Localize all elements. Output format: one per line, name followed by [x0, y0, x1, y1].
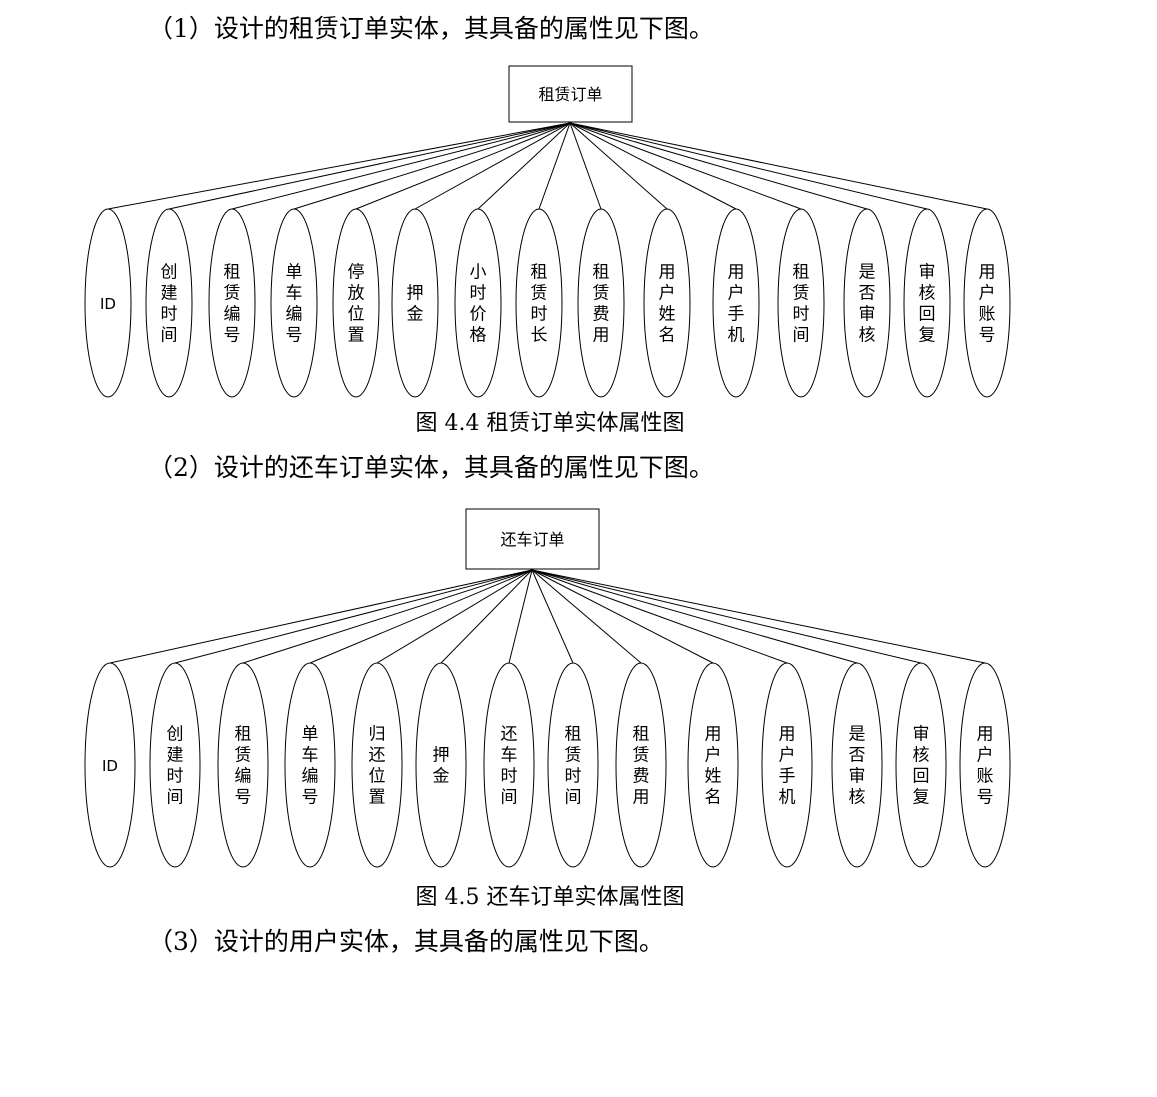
attribute-label: 是否审核	[849, 725, 866, 808]
attribute-ellipse: 用户手机	[712, 208, 760, 398]
connector-line	[531, 569, 788, 664]
attribute-ellipse: ID	[84, 208, 132, 398]
attribute-ellipse: 归还位置	[351, 662, 403, 868]
connector-line	[531, 569, 922, 664]
connector-line	[355, 122, 571, 210]
connector-line	[477, 122, 571, 210]
connector-line	[508, 569, 533, 664]
attribute-label: 归还位置	[369, 725, 386, 808]
attribute-ellipse: 押金	[391, 208, 439, 398]
attribute-label: 审核回复	[919, 263, 936, 346]
entity-name: 租赁订单	[538, 85, 602, 104]
connector-line	[531, 569, 714, 664]
attribute-label: 租赁时长	[531, 263, 548, 346]
attribute-label: 用户姓名	[659, 263, 676, 346]
attribute-label: 创建时间	[161, 263, 178, 346]
connector-line	[414, 122, 571, 210]
intro-paragraph-1: （1）设计的租赁订单实体，其具备的属性见下图。	[148, 14, 714, 43]
attribute-label: 租赁时间	[565, 725, 582, 808]
connector-line	[242, 569, 533, 664]
attribute-label: 租赁费用	[593, 263, 610, 346]
connector-line	[569, 122, 668, 210]
attribute-label: 押金	[407, 284, 424, 325]
connector-line	[109, 569, 533, 664]
attribute-ellipse: 用户账号	[963, 208, 1011, 398]
rental-order-attribute-diagram: 租赁订单 ID 创建时间 租赁编号 单车编号 停放位置 押金 小时价格 租赁时长 租赁费用 用户姓名…	[84, 65, 1011, 398]
attribute-label: 租赁时间	[793, 263, 810, 346]
attribute-ellipse: 审核回复	[903, 208, 951, 398]
attribute-label: 停放位置	[348, 263, 365, 346]
attribute-label: 租赁费用	[633, 725, 650, 808]
attribute-ellipse: 租赁编号	[208, 208, 256, 398]
attribute-ellipse: 用户姓名	[643, 208, 691, 398]
attribute-ellipse: 租赁费用	[577, 208, 625, 398]
attribute-label: 用户姓名	[705, 725, 722, 808]
entity-name: 还车订单	[500, 530, 564, 549]
entity-box	[508, 65, 633, 123]
attribute-label: 还车时间	[501, 725, 518, 808]
attribute-ellipse: 押金	[415, 662, 467, 868]
connector-line	[231, 122, 571, 210]
figure-caption-4-5: 图 4.5 还车订单实体属性图	[415, 885, 685, 910]
attribute-ellipse: ID	[84, 662, 136, 868]
attribute-label: 用户账号	[979, 263, 996, 346]
attribute-ellipse: 是否审核	[843, 208, 891, 398]
intro-paragraph-3: （3）设计的用户实体，其具备的属性见下图。	[148, 927, 664, 956]
connector-line	[569, 122, 988, 210]
attribute-label: 用户手机	[779, 725, 796, 808]
attribute-ellipse: 单车编号	[270, 208, 318, 398]
connector-line	[174, 569, 533, 664]
attribute-label: 用户账号	[977, 725, 994, 808]
attribute-ellipse: 创建时间	[149, 662, 201, 868]
connector-line	[569, 122, 737, 210]
attribute-ellipse: 租赁时间	[547, 662, 599, 868]
attribute-ellipse: 用户账号	[959, 662, 1011, 868]
connector-line	[569, 122, 802, 210]
connector-line	[168, 122, 571, 210]
attribute-label: 押金	[433, 746, 450, 787]
attribute-ellipse: 小时价格	[454, 208, 502, 398]
connector-line	[531, 569, 642, 664]
connector-line	[293, 122, 571, 210]
attribute-label: ID	[102, 757, 118, 775]
attribute-ellipse: 创建时间	[145, 208, 193, 398]
attribute-ellipse: 租赁编号	[217, 662, 269, 868]
attribute-label: 审核回复	[913, 725, 930, 808]
attribute-ellipse: 用户姓名	[687, 662, 739, 868]
connector-line	[376, 569, 533, 664]
connector-line	[531, 569, 858, 664]
attribute-label: 创建时间	[167, 725, 184, 808]
attribute-ellipse: 租赁费用	[615, 662, 667, 868]
connector-line	[569, 122, 868, 210]
attribute-ellipse: 停放位置	[332, 208, 380, 398]
connector-line	[569, 122, 928, 210]
entity-box	[465, 508, 600, 570]
attribute-label: 小时价格	[470, 263, 487, 346]
attribute-label: 是否审核	[859, 263, 876, 346]
connector-line	[107, 122, 571, 210]
attribute-ellipse: 租赁时长	[515, 208, 563, 398]
attribute-label: ID	[100, 295, 116, 313]
figure-caption-4-4: 图 4.4 租赁订单实体属性图	[415, 411, 685, 436]
connector-line	[569, 122, 602, 210]
connector-line	[538, 122, 571, 210]
return-order-attribute-diagram: 还车订单 ID 创建时间 租赁编号 单车编号 归还位置 押金 还车时间 租赁时间 租赁费用 用户姓名…	[84, 508, 1011, 868]
attribute-label: 单车编号	[286, 263, 303, 346]
connector-line	[531, 569, 574, 664]
attribute-label: 租赁编号	[224, 263, 241, 346]
connector-line	[531, 569, 986, 664]
attribute-ellipse: 单车编号	[284, 662, 336, 868]
connector-line	[440, 569, 533, 664]
connector-line	[309, 569, 533, 664]
intro-paragraph-2: （2）设计的还车订单实体，其具备的属性见下图。	[148, 453, 714, 482]
attribute-ellipse: 租赁时间	[777, 208, 825, 398]
attribute-ellipse: 审核回复	[895, 662, 947, 868]
attribute-label: 用户手机	[728, 263, 745, 346]
attribute-ellipse: 还车时间	[483, 662, 535, 868]
attribute-label: 单车编号	[302, 725, 319, 808]
attribute-ellipse: 是否审核	[831, 662, 883, 868]
attribute-ellipse: 用户手机	[761, 662, 813, 868]
attribute-label: 租赁编号	[235, 725, 252, 808]
